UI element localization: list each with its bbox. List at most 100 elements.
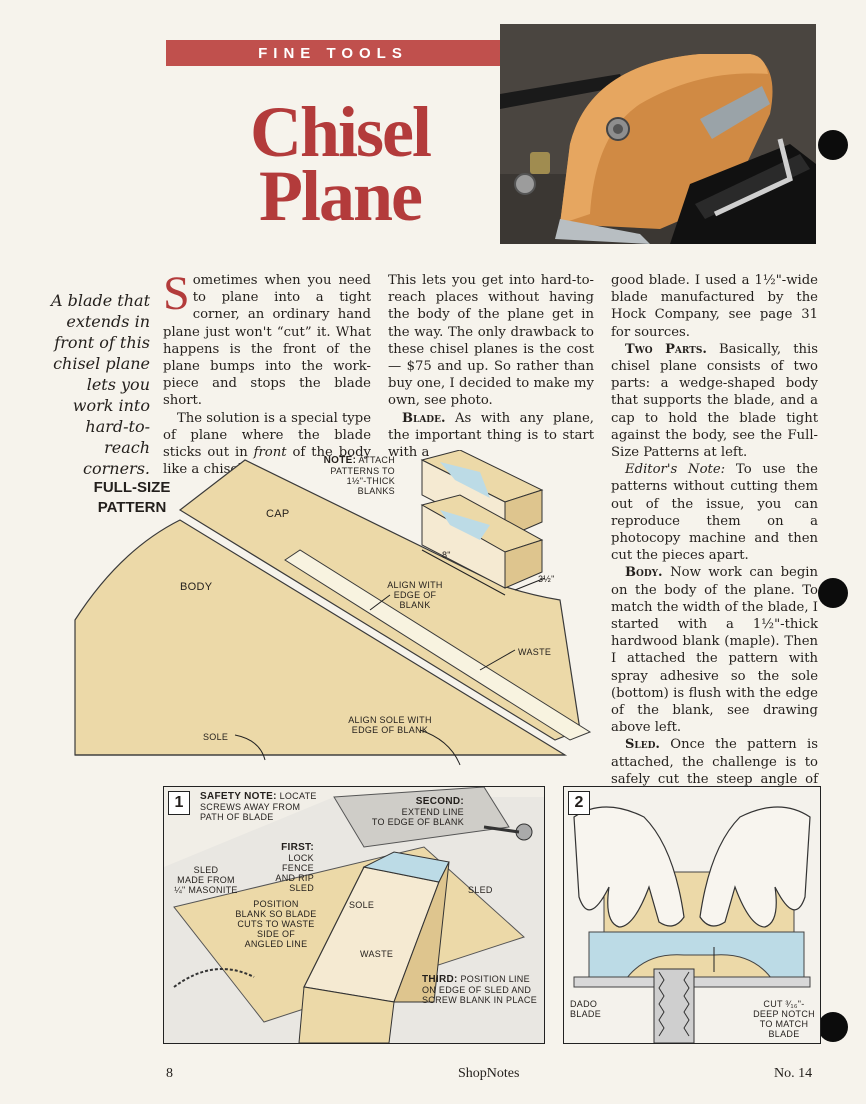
notch-label: CUT ³⁄₁₆"- DEEP NOTCH TO MATCH BLADE (750, 999, 818, 1039)
first-line-1: LOCK FENCE (281, 853, 314, 873)
align-line-2: EDGE OF (393, 590, 437, 600)
align-line-3: BLANK (399, 600, 431, 610)
figure-1-number: 1 (168, 791, 190, 815)
sled-line-1: SLED (193, 865, 219, 875)
figure-2: 2 DADO BLADE CUT ³⁄₁₆"- DEEP NOTCH TO MA… (563, 786, 821, 1044)
notch-line-4: BLADE (768, 1029, 800, 1039)
section-label: FINE TOOLS (258, 44, 408, 62)
editors-note-text: To use the patterns without cutting them… (611, 462, 818, 564)
note-line-2: PATTERNS TO (330, 466, 395, 476)
third-line-3: SCREW BLANK IN PLACE (422, 995, 538, 1005)
body-text: Now work can begin on the body of the pl… (611, 565, 818, 736)
full-size-pattern-title: FULL-SIZE PATTERN (93, 479, 171, 516)
safety-line-3: PATH OF BLADE (200, 812, 274, 822)
heading-two-parts: Two Parts. (625, 341, 707, 357)
page-title: Chisel Plane (210, 92, 470, 236)
fig1-waste-label: WASTE (360, 949, 394, 959)
full-size-pattern-drawing: NOTE: ATTACH PATTERNS TO 1½"-THICK BLANK… (60, 449, 605, 770)
pattern-svg (74, 449, 592, 766)
magazine-name: ShopNotes (458, 1066, 520, 1081)
notch-line-1: CUT ³⁄₁₆"- (763, 999, 805, 1009)
position-line-1: POSITION (253, 899, 299, 909)
chisel-plane-photo (500, 24, 816, 244)
blank-blocks (420, 449, 546, 596)
second-line-1: EXTEND LINE (401, 807, 464, 817)
blade-text: As with any plane, the important thing i… (388, 410, 594, 461)
heading-body: Body. (625, 565, 663, 581)
second-line-2: TO EDGE OF BLANK (371, 817, 464, 827)
third-line-2: ON EDGE OF SLED AND (422, 985, 532, 995)
align-edge-label: ALIGN WITH EDGE OF BLANK (385, 580, 445, 610)
note-line-4: BLANKS (357, 486, 395, 496)
note-line-3: 1½"-THICK (346, 476, 395, 486)
dimension-width: 3½" (538, 574, 555, 584)
dimension-length: 8" (442, 550, 451, 560)
second-label: SECOND: (415, 796, 464, 807)
safety-note-label: SAFETY NOTE: (200, 791, 277, 802)
solution-text-a: The solution is a special type of plane … (163, 410, 371, 461)
third-step: THIRD: POSITION LINE ON EDGE OF SLED AND… (422, 974, 542, 1005)
paragraph-drawback: This lets you get into hard-to-reach pla… (388, 273, 594, 409)
paragraph-blade: Blade. As with any plane, the important … (388, 410, 594, 462)
binder-hole-middle (818, 578, 848, 608)
figure-2-drawing (564, 787, 820, 1043)
align-sole-line-1: ALIGN SOLE WITH (348, 715, 432, 725)
safety-line-2: SCREWS AWAY FROM (200, 802, 301, 812)
position-line-5: ANGLED LINE (244, 939, 308, 949)
heading-sled: Sled. (625, 737, 660, 753)
pattern-note: NOTE: ATTACH PATTERNS TO 1½"-THICK BLANK… (315, 455, 395, 496)
position-label: POSITION BLANK SO BLADE CUTS TO WASTE SI… (226, 899, 326, 949)
section-banner: FINE TOOLS (166, 40, 500, 66)
article-column-2: This lets you get into hard-to-reach pla… (388, 272, 594, 461)
fig1-sled-label: SLED (468, 885, 493, 895)
third-line-1: POSITION LINE (460, 974, 530, 984)
notch-line-2: DEEP NOTCH (753, 1009, 815, 1019)
solution-emphasis: front (253, 445, 287, 461)
position-line-4: SIDE OF (256, 929, 296, 939)
cap-label: CAP (266, 508, 290, 520)
page-number: 8 (166, 1066, 173, 1081)
note-line-1: ATTACH (358, 455, 395, 465)
sole-label: SOLE (203, 732, 229, 742)
issue-number: No. 14 (774, 1066, 813, 1081)
sled-line-3: ¼" MASONITE (174, 885, 238, 895)
title-line-1: Chisel (249, 92, 432, 172)
blade-strip (284, 549, 592, 741)
align-sole-label: ALIGN SOLE WITH EDGE OF BLANK (340, 715, 440, 735)
dado-blade-label: DADO BLADE (570, 999, 601, 1019)
editors-note-label: Editor's Note: (625, 462, 726, 478)
paragraph-solution: The solution is a special type of plane … (163, 410, 371, 479)
paragraph-two-parts: Two Parts. Basically, this chisel plane … (611, 341, 818, 461)
paragraph-body: Body. Now work can begin on the body of … (611, 564, 818, 736)
safety-line-1: LOCATE (279, 791, 317, 801)
heading-blade: Blade. (402, 410, 446, 426)
align-sole-line-2: EDGE OF BLANK (351, 725, 429, 735)
paragraph-blade-cont: good blade. I used a 1½"-wide blade manu… (611, 273, 818, 340)
sled-material-label: SLED MADE FROM ¼" MASONITE (166, 865, 246, 895)
safety-note: SAFETY NOTE: LOCATE SCREWS AWAY FROM PAT… (200, 791, 317, 822)
figure-1: 1 SAFETY NOTE: LOCATE SCREWS AWAY FROM P… (163, 786, 545, 1044)
dado-line-2: BLADE (570, 1009, 602, 1019)
body-label: BODY (180, 581, 213, 593)
align-line-1: ALIGN WITH (387, 580, 443, 590)
note-label: NOTE: (323, 455, 357, 466)
fig1-sole-label: SOLE (349, 900, 375, 910)
two-parts-text: Basically, this chisel plane consists of… (611, 341, 818, 461)
figure-1-drawing (164, 787, 544, 1043)
body-shape (74, 519, 568, 756)
solution-text-b: of the body like a chisel. (163, 445, 371, 478)
binder-hole-bottom (818, 1012, 848, 1042)
intro-text: ometimes when you need to plane into a t… (163, 273, 371, 409)
title-line-2: Plane (259, 156, 423, 236)
sled-line-2: MADE FROM (177, 875, 235, 885)
binder-hole-top (818, 130, 848, 160)
first-step: FIRST: LOCK FENCE AND RIP SLED (254, 842, 314, 894)
first-label: FIRST: (281, 842, 314, 853)
second-step: SECOND: EXTEND LINE TO EDGE OF BLANK (364, 796, 464, 828)
paragraph-editors-note: Editor's Note: To use the patterns witho… (611, 461, 818, 564)
first-line-2: AND RIP SLED (275, 873, 314, 893)
position-line-3: CUTS TO WASTE (237, 919, 315, 929)
photo-caption: A blade that extends in front of this ch… (50, 291, 150, 478)
